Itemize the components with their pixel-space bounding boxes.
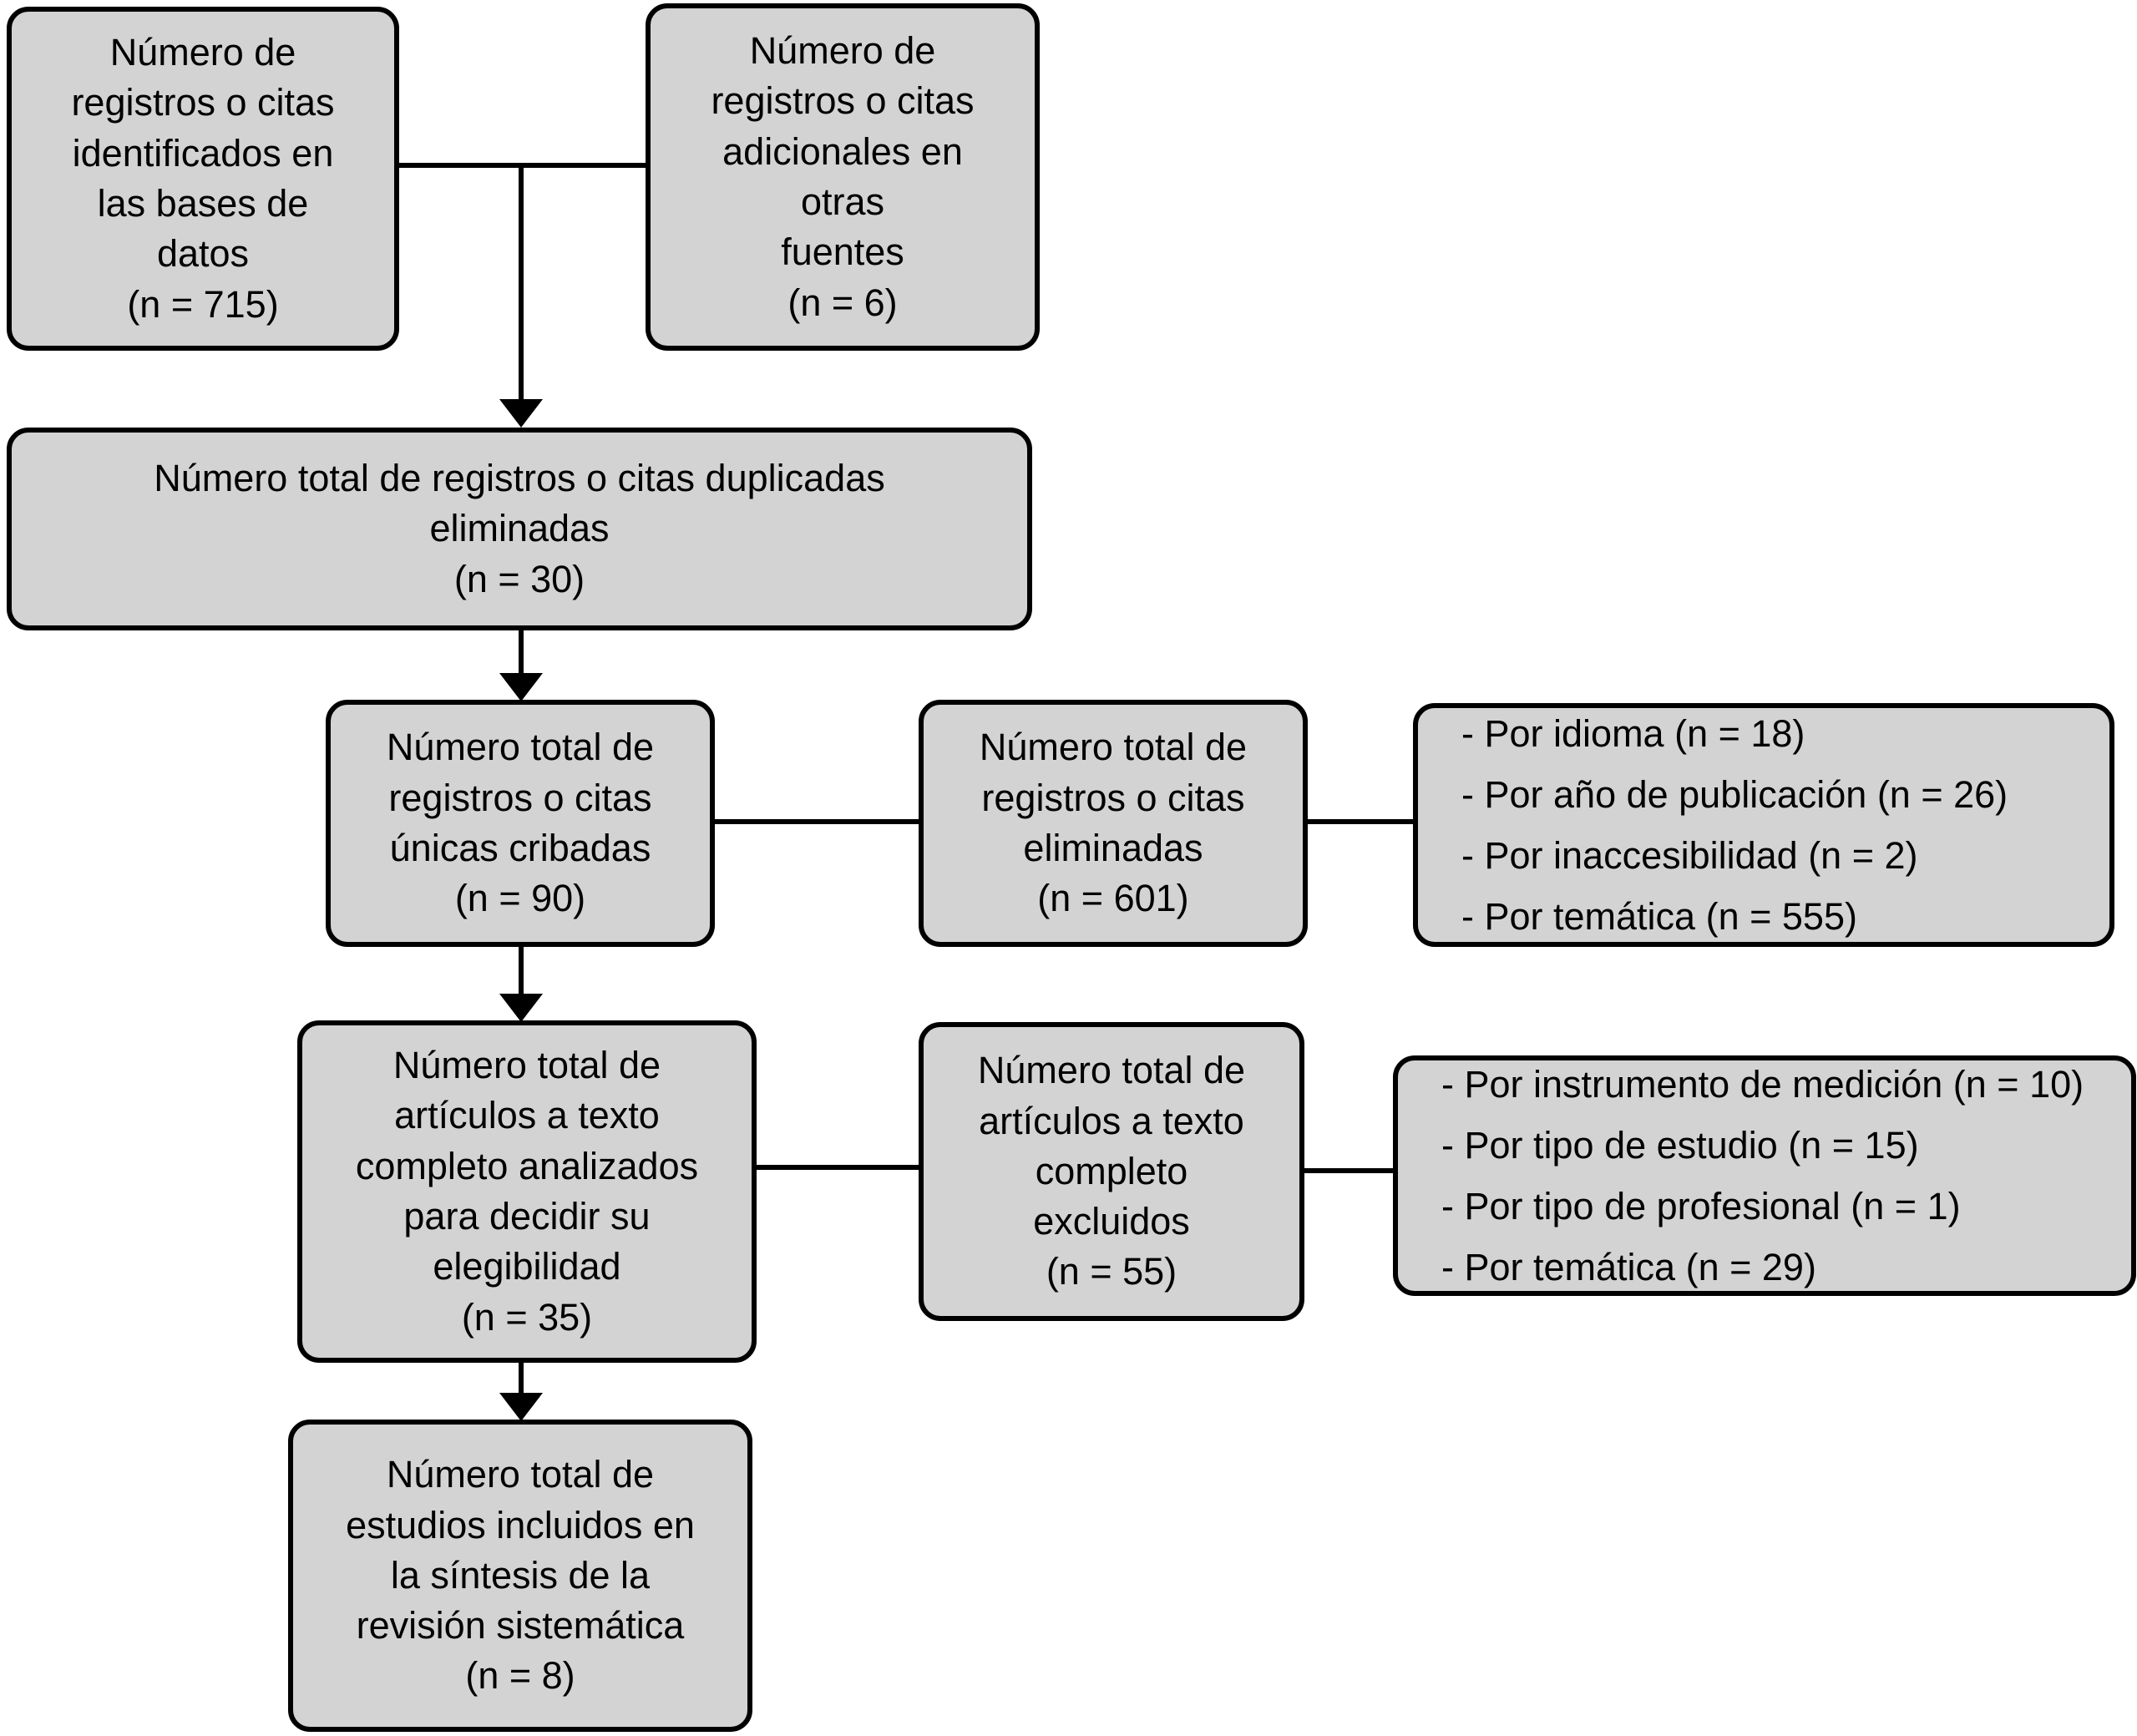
exclusion-reason-item: - Por año de publicación (n = 26) bbox=[1461, 772, 2008, 816]
arrowhead-to-duplicates-icon bbox=[499, 399, 543, 428]
connector-fulltext-to-excluded bbox=[755, 1165, 920, 1170]
node-records-excluded: Número total de registros o citas elimin… bbox=[919, 700, 1308, 947]
arrowhead-to-fulltext-icon bbox=[499, 994, 543, 1022]
exclusion-reason-item: - Por tipo de profesional (n = 1) bbox=[1441, 1185, 1961, 1227]
node-studies-included: Número total de estudios incluidos en la… bbox=[288, 1420, 752, 1732]
connector-screened-to-excluded bbox=[713, 819, 920, 824]
node-duplicates-removed: Número total de registros o citas duplic… bbox=[7, 428, 1032, 630]
node-unique-records-screened: Número total de registros o citas únicas… bbox=[326, 700, 715, 947]
arrowhead-to-included-icon bbox=[499, 1393, 543, 1421]
node-fulltext-exclusion-reasons: - Por instrumento de medición (n = 10) -… bbox=[1393, 1055, 2136, 1296]
connector-duplicates-to-screened-line bbox=[519, 629, 524, 676]
exclusion-reason-item: - Por temática (n = 29) bbox=[1441, 1246, 1816, 1289]
connector-excluded-to-fulltext-reasons bbox=[1303, 1168, 1395, 1173]
connector-screened-to-fulltext-line bbox=[519, 945, 524, 995]
node-screening-exclusion-reasons: - Por idioma (n = 18) - Por año de publi… bbox=[1413, 703, 2114, 947]
node-records-identified: Número de registros o citas identificado… bbox=[7, 7, 399, 351]
node-fulltext-excluded: Número total de artículos a texto comple… bbox=[919, 1022, 1304, 1321]
exclusion-reason-item: - Por temática (n = 555) bbox=[1461, 895, 1857, 939]
arrowhead-to-screened-icon bbox=[499, 673, 543, 701]
node-fulltext-assessed: Número total de artículos a texto comple… bbox=[297, 1020, 757, 1363]
exclusion-reason-item: - Por idioma (n = 18) bbox=[1461, 711, 1805, 755]
connector-fulltext-to-included-line bbox=[519, 1361, 524, 1394]
exclusion-reason-item: - Por tipo de estudio (n = 15) bbox=[1441, 1123, 1919, 1167]
connector-excluded-to-reasons bbox=[1306, 819, 1415, 824]
exclusion-reason-item: - Por inaccesibilidad (n = 2) bbox=[1461, 834, 1918, 877]
node-additional-records: Número de registros o citas adicionales … bbox=[646, 3, 1040, 351]
connector-to-duplicates-line bbox=[519, 163, 524, 402]
exclusion-reason-item: - Por instrumento de medición (n = 10) bbox=[1441, 1062, 2084, 1106]
